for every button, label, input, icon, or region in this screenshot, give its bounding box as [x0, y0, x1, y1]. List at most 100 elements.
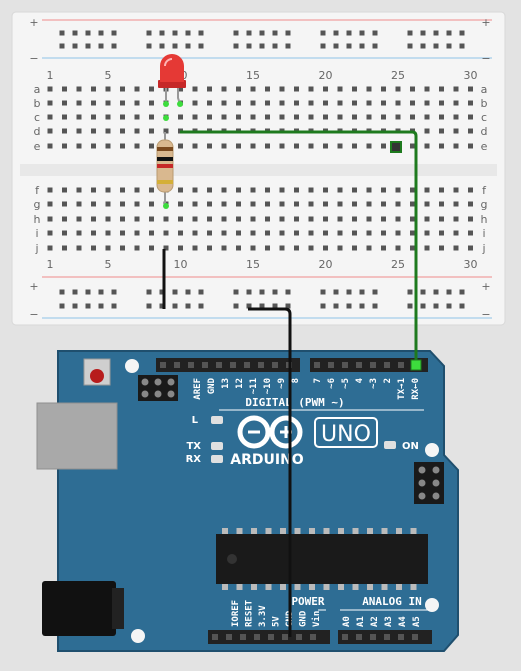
breadboard-hole[interactable]: [395, 187, 401, 193]
breadboard-hole[interactable]: [294, 86, 299, 92]
breadboard-hole[interactable]: [468, 201, 473, 207]
breadboard-hole[interactable]: [120, 245, 125, 251]
breadboard-hole[interactable]: [76, 216, 82, 222]
breadboard-hole[interactable]: [134, 143, 140, 149]
breadboard-hole[interactable]: [337, 230, 343, 236]
breadboard-hole[interactable]: [149, 143, 154, 149]
breadboard-hole[interactable]: [323, 201, 328, 207]
breadboard-hole[interactable]: [192, 114, 198, 120]
breadboard-hole[interactable]: [149, 187, 154, 193]
header-pin[interactable]: [230, 362, 236, 368]
breadboard-hole[interactable]: [366, 230, 372, 236]
rail-hole[interactable]: [159, 43, 165, 49]
header-pin[interactable]: [370, 634, 376, 640]
breadboard-hole[interactable]: [47, 230, 53, 236]
breadboard-hole[interactable]: [178, 245, 183, 251]
breadboard-hole[interactable]: [323, 216, 328, 222]
breadboard-hole[interactable]: [178, 201, 183, 207]
breadboard-hole[interactable]: [352, 187, 357, 193]
breadboard-hole[interactable]: [236, 201, 241, 207]
breadboard-hole[interactable]: [453, 230, 459, 236]
digital-header-right[interactable]: [310, 358, 428, 372]
rail-hole[interactable]: [246, 43, 252, 49]
breadboard-hole[interactable]: [47, 86, 53, 92]
breadboard-hole[interactable]: [120, 86, 125, 92]
breadboard-hole[interactable]: [76, 143, 82, 149]
breadboard-hole[interactable]: [192, 245, 198, 251]
rail-hole[interactable]: [446, 43, 452, 49]
breadboard-hole[interactable]: [236, 143, 241, 149]
breadboard-hole[interactable]: [381, 216, 386, 222]
breadboard-hole[interactable]: [250, 201, 256, 207]
breadboard-hole[interactable]: [221, 216, 227, 222]
breadboard-hole[interactable]: [134, 100, 140, 106]
breadboard-hole[interactable]: [105, 100, 111, 106]
breadboard-hole[interactable]: [47, 201, 53, 207]
breadboard-hole[interactable]: [62, 230, 67, 236]
led-component[interactable]: [158, 54, 186, 105]
rail-hole[interactable]: [98, 289, 104, 295]
breadboard-hole[interactable]: [410, 100, 415, 106]
rail-hole[interactable]: [198, 289, 204, 295]
breadboard-hole[interactable]: [236, 86, 241, 92]
breadboard-hole[interactable]: [250, 187, 256, 193]
breadboard-hole[interactable]: [410, 245, 415, 251]
breadboard-hole[interactable]: [381, 100, 386, 106]
breadboard-hole[interactable]: [352, 201, 357, 207]
rail-hole[interactable]: [372, 30, 378, 36]
breadboard-hole[interactable]: [250, 216, 256, 222]
breadboard-hole[interactable]: [337, 86, 343, 92]
breadboard-hole[interactable]: [76, 114, 82, 120]
breadboard-hole[interactable]: [149, 100, 154, 106]
breadboard-hole[interactable]: [120, 187, 125, 193]
breadboard-hole[interactable]: [366, 100, 372, 106]
breadboard-hole[interactable]: [91, 201, 96, 207]
breadboard-hole[interactable]: [468, 86, 473, 92]
breadboard-hole[interactable]: [236, 245, 241, 251]
breadboard-hole[interactable]: [352, 245, 357, 251]
rail-hole[interactable]: [420, 30, 426, 36]
breadboard-hole[interactable]: [192, 230, 198, 236]
rail-hole[interactable]: [272, 303, 278, 309]
rail-hole[interactable]: [172, 289, 178, 295]
header-pin[interactable]: [244, 362, 250, 368]
rail-hole[interactable]: [407, 30, 413, 36]
header-pin[interactable]: [268, 634, 274, 640]
rail-hole[interactable]: [333, 303, 339, 309]
breadboard-hole[interactable]: [47, 128, 53, 134]
breadboard-hole[interactable]: [76, 245, 82, 251]
breadboard[interactable]: + + − − + + − − 115510101515202025253030…: [11, 11, 506, 326]
breadboard-hole[interactable]: [395, 114, 401, 120]
rail-hole[interactable]: [172, 43, 178, 49]
rail-hole[interactable]: [59, 303, 65, 309]
breadboard-hole[interactable]: [250, 230, 256, 236]
rail-hole[interactable]: [146, 43, 152, 49]
breadboard-hole[interactable]: [207, 245, 212, 251]
breadboard-hole[interactable]: [294, 187, 299, 193]
breadboard-hole[interactable]: [91, 187, 96, 193]
breadboard-hole[interactable]: [163, 230, 169, 236]
breadboard-hole[interactable]: [410, 114, 415, 120]
breadboard-hole[interactable]: [134, 245, 140, 251]
breadboard-hole[interactable]: [47, 245, 53, 251]
breadboard-hole[interactable]: [178, 143, 183, 149]
breadboard-hole[interactable]: [47, 143, 53, 149]
breadboard-hole[interactable]: [279, 230, 285, 236]
breadboard-hole[interactable]: [439, 230, 444, 236]
breadboard-hole[interactable]: [105, 201, 111, 207]
breadboard-hole[interactable]: [323, 114, 328, 120]
breadboard-hole[interactable]: [439, 245, 444, 251]
header-pin[interactable]: [310, 634, 316, 640]
breadboard-hole[interactable]: [366, 143, 372, 149]
rail-hole[interactable]: [359, 303, 365, 309]
breadboard-hole[interactable]: [439, 201, 444, 207]
rail-hole[interactable]: [72, 43, 78, 49]
breadboard-hole[interactable]: [62, 143, 67, 149]
header-pin[interactable]: [174, 362, 180, 368]
breadboard-hole[interactable]: [366, 86, 372, 92]
breadboard-hole[interactable]: [279, 187, 285, 193]
breadboard-hole[interactable]: [207, 86, 212, 92]
breadboard-hole[interactable]: [279, 216, 285, 222]
breadboard-holes[interactable]: [47, 30, 474, 309]
